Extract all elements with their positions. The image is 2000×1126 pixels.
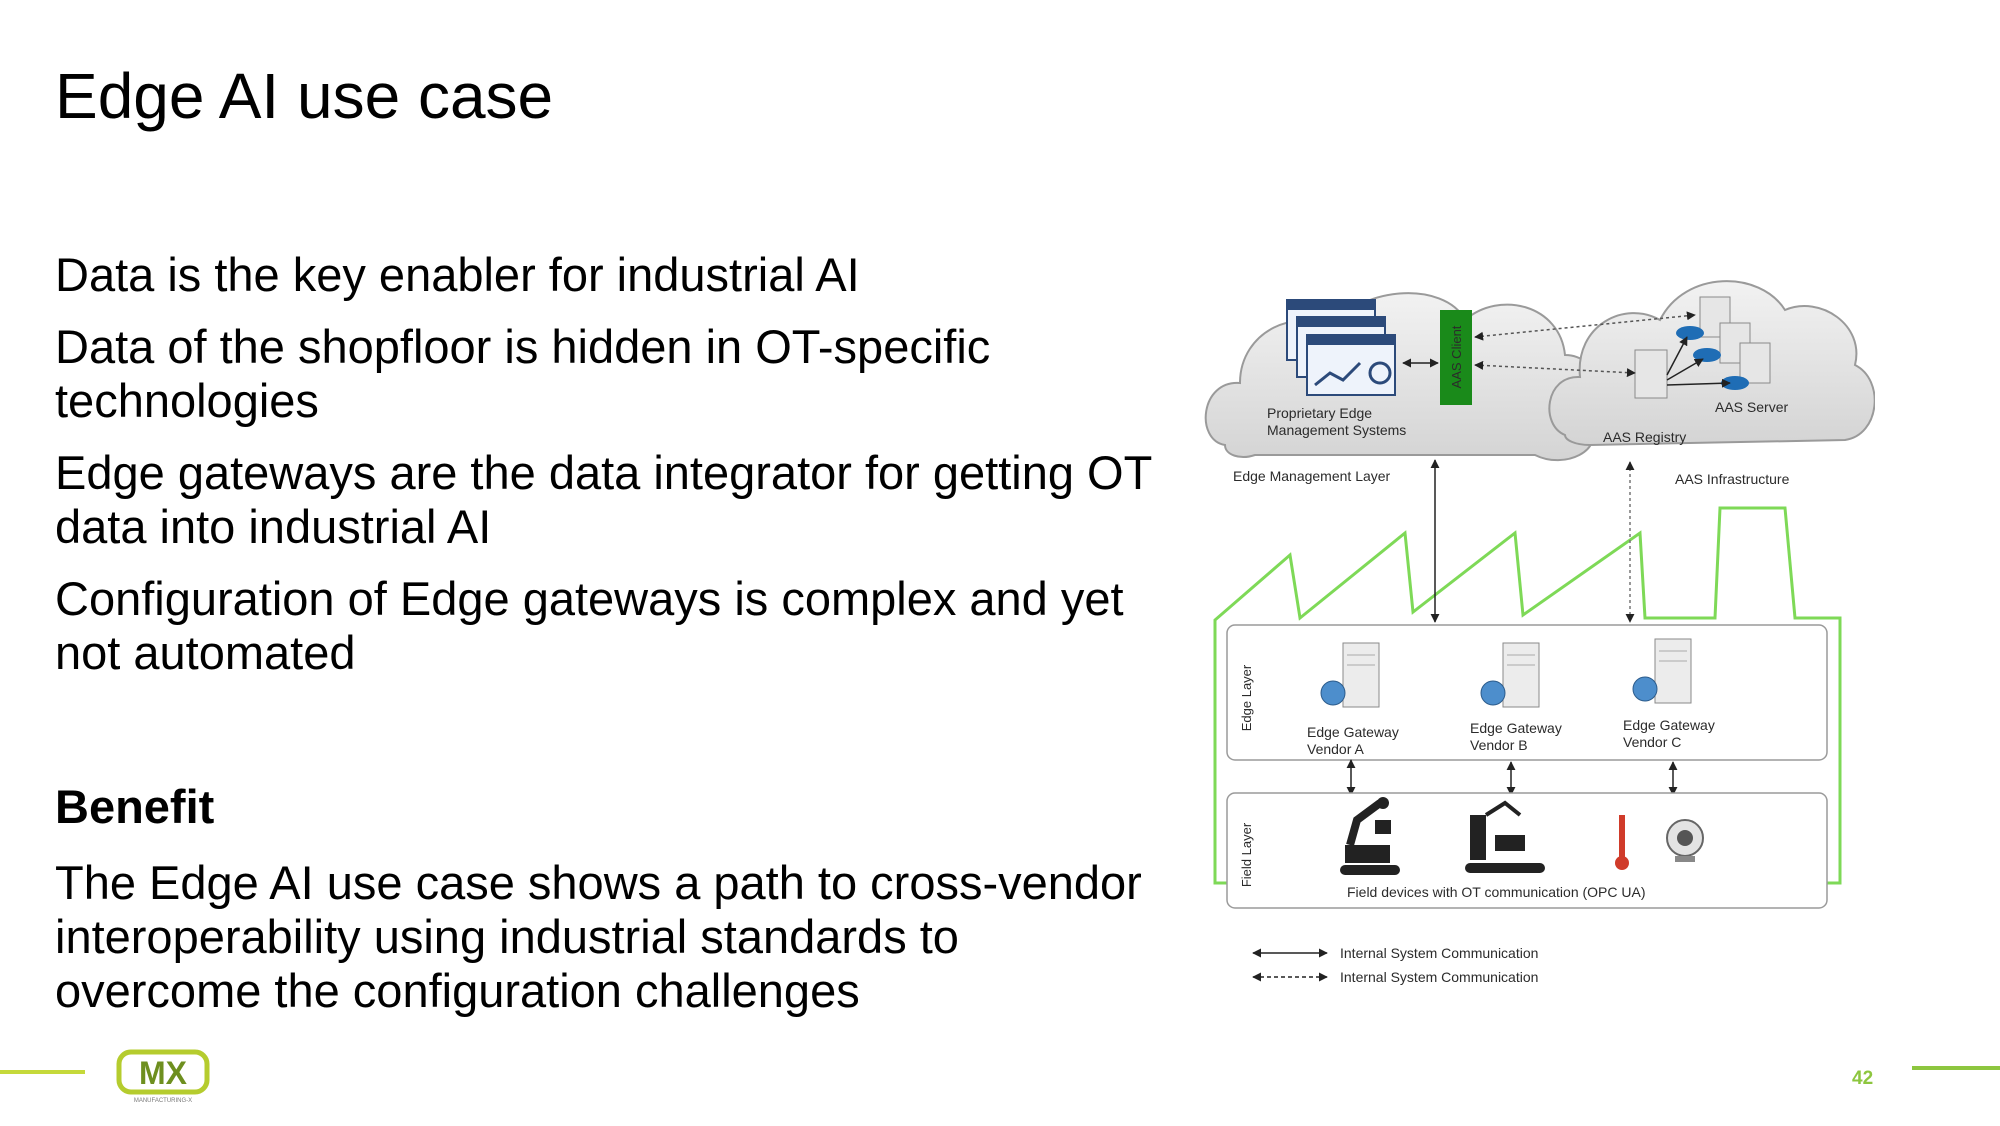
- thermometer-icon: [1615, 815, 1629, 870]
- slide-title: Edge AI use case: [55, 60, 554, 132]
- aas-client-label: AAS Client: [1449, 325, 1464, 388]
- gateway-c-line1: Edge Gateway: [1623, 717, 1715, 733]
- legend-item-dotted: Internal System Communication: [1340, 969, 1538, 985]
- footer-line-left: [0, 1070, 85, 1074]
- camera-icon: [1666, 819, 1704, 862]
- management-systems-icon: [1286, 299, 1396, 396]
- robot-arm-icon: [1340, 797, 1400, 875]
- gateway-a-icon: [1320, 642, 1380, 708]
- legend-item-solid: Internal System Communication: [1340, 945, 1538, 961]
- edge-architecture-diagram: AAS Client Proprietary Edge Management S…: [1204, 280, 1875, 985]
- benefit-heading: Benefit: [55, 780, 215, 833]
- aas-registry-label: AAS Registry: [1603, 429, 1686, 445]
- aas-servers-icon: [1634, 296, 1771, 399]
- gateway-c-line2: Vendor C: [1623, 734, 1681, 750]
- edge-management-layer-label: Edge Management Layer: [1233, 468, 1391, 484]
- logo-text: MX: [139, 1055, 188, 1091]
- factory-outline: [1213, 506, 1842, 885]
- edge-layer-label: Edge Layer: [1239, 664, 1254, 731]
- gateway-b-icon: [1480, 642, 1540, 708]
- footer-line-right: [1912, 1066, 2000, 1070]
- gateway-a-line2: Vendor A: [1307, 741, 1364, 757]
- logo-subtext: MANUFACTURING-X: [134, 1098, 192, 1104]
- legend: Internal System Communication Internal S…: [1252, 945, 1538, 985]
- gateway-b-line2: Vendor B: [1470, 737, 1528, 753]
- gateway-c-icon: [1632, 638, 1692, 704]
- assembly-robot-icon: [1465, 800, 1545, 873]
- field-layer-label: Field Layer: [1239, 822, 1254, 887]
- manufacturing-x-logo: MX MANUFACTURING-X: [116, 1049, 210, 1104]
- bullet-item: Configuration of Edge gateways is comple…: [55, 572, 1124, 679]
- field-devices-label: Field devices with OT communication (OPC…: [1347, 884, 1646, 900]
- gateway-b-line1: Edge Gateway: [1470, 720, 1562, 736]
- benefit-text: The Edge AI use case shows a path to cro…: [55, 856, 1142, 1017]
- aas-client-box: AAS Client: [1440, 310, 1472, 405]
- aas-infrastructure-label: AAS Infrastructure: [1675, 471, 1790, 487]
- page-number: 42: [1852, 1068, 1874, 1089]
- management-systems-label: Management Systems: [1267, 422, 1406, 438]
- gateway-a-line1: Edge Gateway: [1307, 724, 1399, 740]
- aas-server-label: AAS Server: [1715, 399, 1788, 415]
- bullet-item: Data of the shopfloor is hidden in OT-sp…: [55, 320, 991, 427]
- bullet-item: Data is the key enabler for industrial A…: [55, 248, 860, 301]
- bullet-list: Data is the key enabler for industrial A…: [55, 248, 1155, 698]
- bullet-item: Edge gateways are the data integrator fo…: [55, 446, 1152, 553]
- proprietary-edge-label: Proprietary Edge: [1267, 405, 1372, 421]
